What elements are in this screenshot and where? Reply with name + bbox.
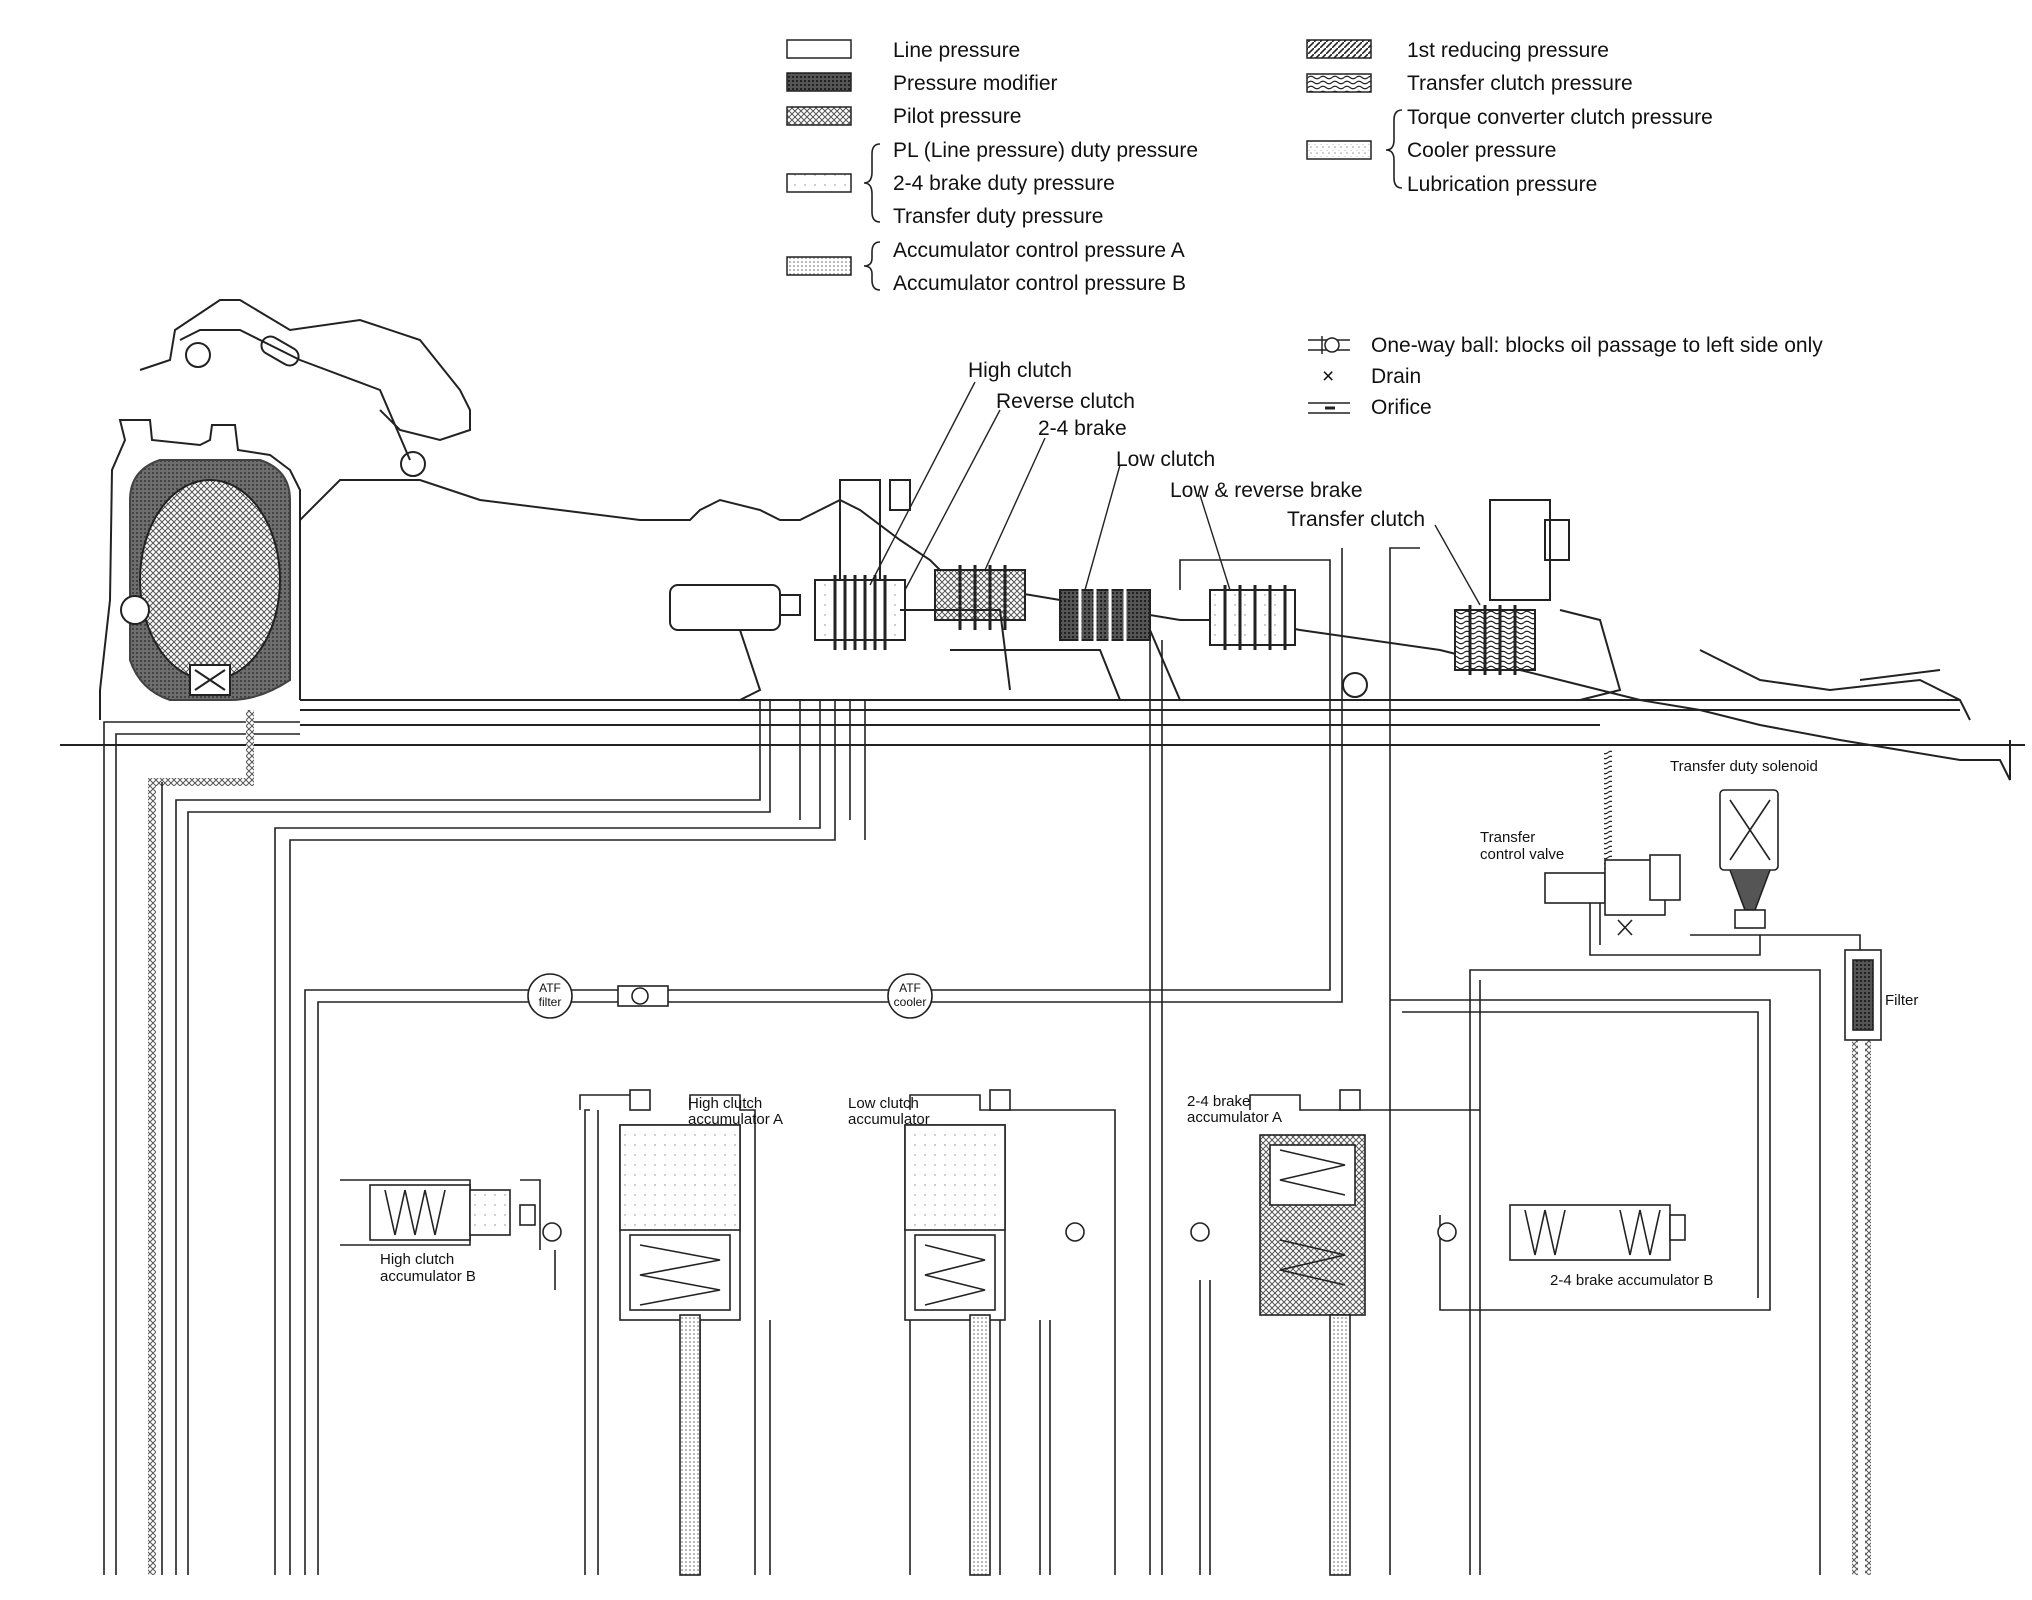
one-way-ball-main xyxy=(617,985,669,1007)
brace-cooler xyxy=(1385,109,1403,189)
legend-pl-duty: PL (Line pressure) duty pressure xyxy=(893,139,1198,162)
intermediate-boss xyxy=(669,584,781,631)
label-high-clutch-acc-a-line2: accumulator A xyxy=(688,1111,783,1128)
atf-cooler xyxy=(887,973,933,1019)
label-low-reverse-brake: Low & reverse brake xyxy=(1170,479,1363,502)
label-transfer-control-valve-line2: control valve xyxy=(1480,846,1564,863)
transmission-housing xyxy=(60,299,2025,781)
label-low-clutch-acc-line1: Low clutch xyxy=(848,1095,919,1112)
swatch-cooler-pressure xyxy=(1306,140,1372,160)
label-high-clutch: High clutch xyxy=(968,359,1072,382)
transfer-control-valve xyxy=(1544,854,1681,936)
label-24-brake-acc-a-line2: accumulator A xyxy=(1187,1109,1282,1126)
swatch-first-reducing xyxy=(1306,39,1372,59)
label-24-brake-acc-b: 2-4 brake accumulator B xyxy=(1550,1272,1713,1289)
check-balls xyxy=(1065,1222,1210,1242)
bracket-hole-2 xyxy=(400,451,426,477)
line-transfer-clutch xyxy=(1604,750,1615,879)
label-high-clutch-acc-b-line2: accumulator B xyxy=(380,1268,476,1285)
line-low-reverse xyxy=(1149,640,1163,1575)
legend-brake24-duty: 2-4 brake duty pressure xyxy=(893,172,1115,195)
line-24-brake-acc-b xyxy=(1390,999,1771,1311)
legend-pressure-modifier: Pressure modifier xyxy=(893,72,1058,95)
brake24-accumulator-a xyxy=(1259,1089,1366,1576)
clutch-transfer xyxy=(1454,605,1536,675)
legend-cooler: Cooler pressure xyxy=(1407,139,1556,162)
atf-filter xyxy=(527,973,573,1019)
brace-accumulator xyxy=(863,241,881,291)
legend-acc-a: Accumulator control pressure A xyxy=(893,239,1185,262)
label-24-brake-acc-a-line1: 2-4 brake xyxy=(1187,1093,1250,1110)
legend-pilot-pressure: Pilot pressure xyxy=(893,105,1021,128)
label-reverse-clutch: Reverse clutch xyxy=(996,390,1135,413)
orifice-icon xyxy=(1308,402,1350,414)
label-transfer-control-valve-line1: Transfer xyxy=(1480,829,1535,846)
line-outer-left xyxy=(103,721,300,1575)
label-filter: Filter xyxy=(1885,992,1918,1009)
low-clutch-accumulator xyxy=(904,1089,1011,1576)
swatch-line-pressure xyxy=(786,39,852,59)
label-transfer-clutch: Transfer clutch xyxy=(1287,508,1425,531)
brake24-accumulator-b xyxy=(1437,1204,1686,1261)
label-atf-filter-line2: filter xyxy=(539,995,562,1009)
hydraulic-lines xyxy=(103,547,1871,1575)
torque-converter-impeller xyxy=(139,479,281,681)
leader-lines xyxy=(869,381,1481,606)
legend-line-pressure: Line pressure xyxy=(893,39,1020,62)
label-atf-cooler-line1: ATF xyxy=(899,981,921,995)
label-high-clutch-acc-a-line1: High clutch xyxy=(688,1095,762,1112)
clutch-low xyxy=(1059,585,1151,645)
legend-first-reducing: 1st reducing pressure xyxy=(1407,39,1609,62)
swatch-pressure-modifier xyxy=(786,72,852,92)
filter xyxy=(1844,949,1882,1041)
label-low-clutch-acc-line2: accumulator xyxy=(848,1111,930,1128)
label-2-4-brake: 2-4 brake xyxy=(1038,417,1127,440)
high-clutch-accumulator-b xyxy=(369,1184,562,1242)
transfer-solenoid-block xyxy=(1489,499,1551,601)
swatch-accumulator-pressure xyxy=(786,256,852,276)
swatch-pilot-pressure xyxy=(786,106,852,126)
symbol-one-way-ball-label: One-way ball: blocks oil passage to left… xyxy=(1371,334,1823,357)
clutch-high xyxy=(814,575,906,650)
main-case xyxy=(299,479,2011,781)
high-clutch-accumulator-a xyxy=(619,1089,741,1576)
label-high-clutch-acc-b-line1: High clutch xyxy=(380,1251,454,1268)
clutch-reverse xyxy=(934,565,1026,630)
bell-housing xyxy=(99,419,301,720)
drain-icon: × xyxy=(1322,365,1334,388)
symbol-orifice-label: Orifice xyxy=(1371,396,1432,419)
legend-transfer-clutch-pressure: Transfer clutch pressure xyxy=(1407,72,1633,95)
brace-duty xyxy=(863,143,881,223)
line-to-high-clutch xyxy=(175,700,761,1575)
solenoid-block-left xyxy=(839,479,881,581)
swatch-duty-pressure xyxy=(786,173,852,193)
line-to-reverse-clutch xyxy=(274,700,821,1575)
legend-swatches xyxy=(786,39,1372,276)
symbol-drain-label: Drain xyxy=(1371,365,1421,388)
transfer-duty-solenoid xyxy=(1719,789,1779,929)
bracket-hole-1 xyxy=(185,342,211,368)
bearing xyxy=(1342,672,1368,698)
one-way-ball-icon xyxy=(1308,336,1350,354)
component-labels: High clutch Reverse clutch 2-4 brake Low… xyxy=(380,359,1918,1289)
legend-braces xyxy=(863,109,1403,291)
mount-bracket xyxy=(139,299,471,442)
label-atf-cooler-line2: cooler xyxy=(894,995,927,1009)
line-filter xyxy=(1852,955,1871,1575)
legend-acc-b: Accumulator control pressure B xyxy=(893,272,1186,295)
symbol-legend xyxy=(1308,336,1350,414)
label-atf-filter-line1: ATF xyxy=(539,981,561,995)
label-low-clutch: Low clutch xyxy=(1116,448,1215,471)
legend-transfer-duty: Transfer duty pressure xyxy=(893,205,1103,228)
line-pilot xyxy=(148,710,254,1575)
legend-lubrication: Lubrication pressure xyxy=(1407,173,1597,196)
label-transfer-duty-solenoid: Transfer duty solenoid xyxy=(1670,758,1818,775)
legend-torque-converter: Torque converter clutch pressure xyxy=(1407,106,1713,129)
line-cooler xyxy=(304,559,1331,1575)
brake-low-reverse xyxy=(1209,585,1296,650)
legend-text: Line pressure Pressure modifier Pilot pr… xyxy=(893,39,1823,419)
swatch-transfer-clutch-pressure xyxy=(1306,73,1372,93)
